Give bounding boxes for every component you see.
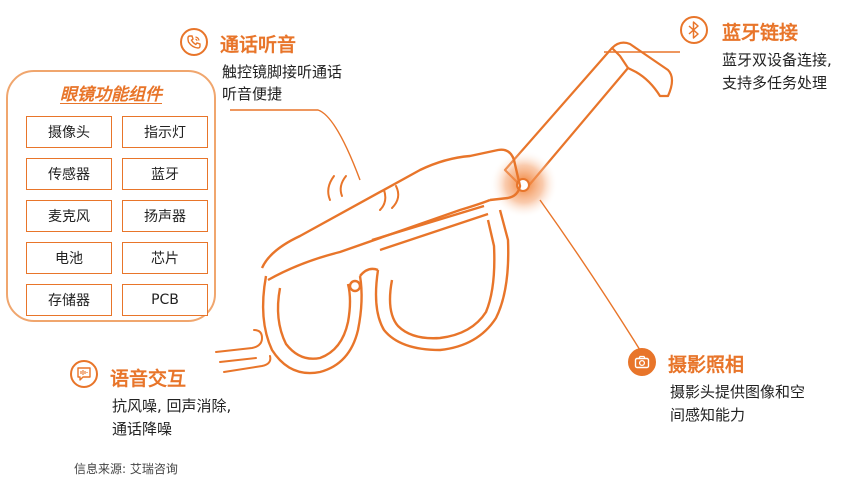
component-camera: 摄像头	[26, 116, 112, 148]
feature-camera-desc-2: 间感知能力	[670, 406, 746, 424]
component-battery: 电池	[26, 242, 112, 274]
bluetooth-icon	[680, 16, 708, 44]
component-chip: 芯片	[122, 242, 208, 274]
component-speaker: 扬声器	[122, 200, 208, 232]
components-title: 眼镜功能组件	[60, 85, 162, 105]
feature-bluetooth-desc-1: 蓝牙双设备连接,	[722, 51, 832, 69]
glasses-temple-arm	[503, 41, 674, 192]
glasses-frame	[260, 148, 522, 375]
component-indicator: 指示灯	[122, 116, 208, 148]
feature-camera-desc-1: 摄影头提供图像和空	[670, 383, 806, 401]
feature-camera-title: 摄影照相	[668, 354, 745, 376]
sound-wave-lines	[215, 329, 272, 373]
components-grid: 摄像头 指示灯 传感器 蓝牙 麦克风 扬声器 电池 芯片 存储器 PCB	[26, 116, 208, 316]
component-bluetooth: 蓝牙	[122, 158, 208, 190]
leader-lines	[230, 51, 680, 351]
feature-voice-title: 语音交互	[110, 368, 187, 390]
feature-call-title: 通话听音	[220, 34, 297, 56]
component-microphone: 麦克风	[26, 200, 112, 232]
feature-voice-desc-2: 通话降噪	[112, 420, 173, 438]
feature-bluetooth-desc-2: 支持多任务处理	[722, 74, 828, 92]
feature-call-desc-2: 听音便捷	[222, 85, 283, 103]
feature-bluetooth-title: 蓝牙链接	[722, 22, 799, 44]
component-storage: 存储器	[26, 284, 112, 316]
component-sensor: 传感器	[26, 158, 112, 190]
component-pcb: PCB	[122, 284, 208, 316]
feature-voice-desc-1: 抗风噪, 回声消除,	[112, 397, 232, 415]
chat-bubble-icon	[70, 360, 98, 388]
camera-icon	[628, 348, 656, 376]
phone-icon	[180, 28, 208, 56]
vibration-lines	[327, 175, 400, 211]
components-panel: 眼镜功能组件 摄像头 指示灯 传感器 蓝牙 麦克风 扬声器 电池 芯片 存储器 …	[6, 70, 216, 322]
source-note: 信息来源: 艾瑞咨询	[74, 462, 178, 476]
feature-call-desc-1: 触控镜脚接听通话	[222, 63, 343, 81]
